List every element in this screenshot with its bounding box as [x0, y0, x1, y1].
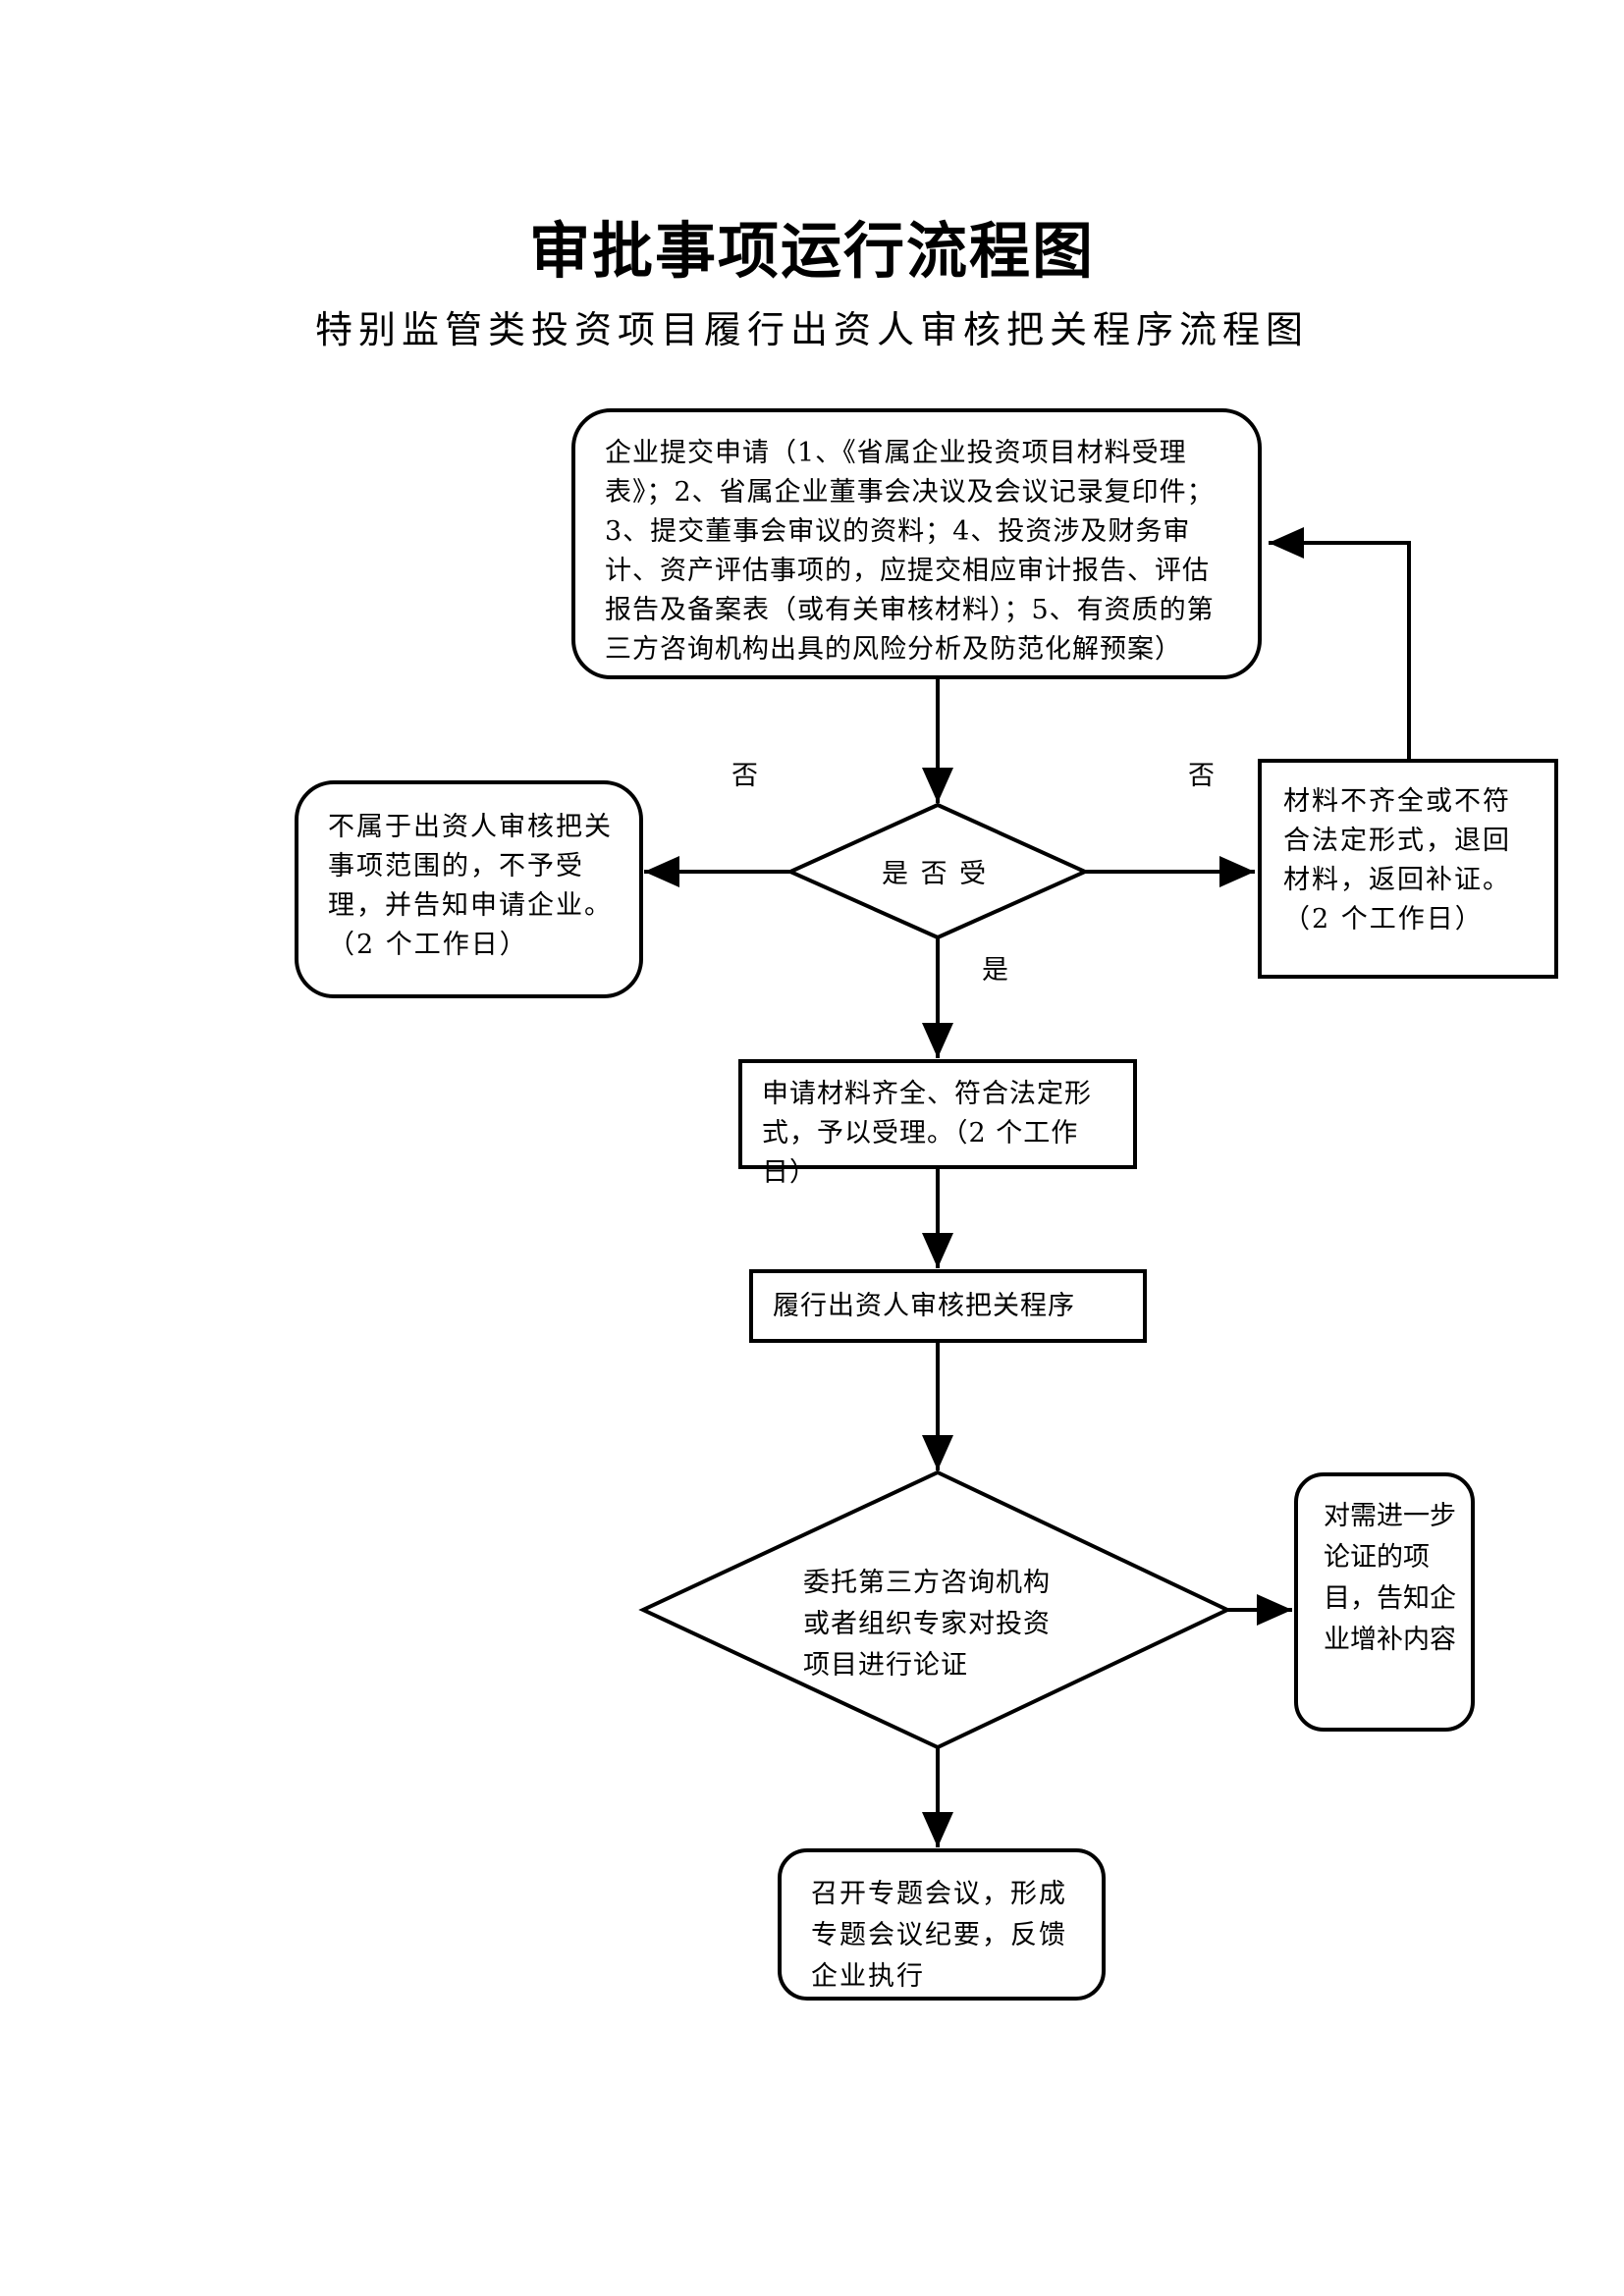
node-accepted: 申请材料齐全、符合法定形式，予以受理。（2 个工作日）: [738, 1059, 1137, 1188]
node-reject-out-of-scope: 不属于出资人审核把关事项范围的，不予受理，并告知申请企业。（2 个工作日）: [295, 780, 643, 998]
edge-label-yes: 是: [982, 955, 1008, 986]
page-subtitle: 特别监管类投资项目履行出资人审核把关程序流程图: [314, 308, 1309, 351]
node-supplement-text: 对需进一步论证的项目，告知企业增补内容: [1324, 1501, 1456, 1655]
edge-label-no-left: 否: [731, 761, 758, 791]
node-review-text: 履行出资人审核把关程序: [773, 1291, 1075, 1321]
node-submit-text: 企业提交申请（1、《省属企业投资项目材料受理表》；2、省属企业董事会决议及会议记…: [605, 438, 1215, 665]
node-meeting-text: 召开专题会议，形成专题会议纪要，反馈企业执行: [811, 1879, 1067, 1992]
node-return-materials: 材料不齐全或不符合法定形式，退回材料，返回补证。（2 个工作日）: [1258, 759, 1558, 979]
edge-label-no-right: 否: [1188, 761, 1215, 791]
page-title: 审批事项运行流程图: [528, 215, 1095, 287]
node-accepted-text: 申请材料齐全、符合法定形式，予以受理。（2 个工作日）: [762, 1079, 1092, 1188]
node-meeting: 召开专题会议，形成专题会议纪要，反馈企业执行: [778, 1848, 1106, 2001]
arrow-return-to-submit: [1269, 527, 1411, 759]
decision-accept-text: 是 否 受: [882, 859, 989, 889]
node-reject-text: 不属于出资人审核把关事项范围的，不予受理，并告知申请企业。（2 个工作日）: [328, 812, 613, 960]
node-supplement: 对需进一步论证的项目，告知企业增补内容: [1294, 1472, 1475, 1732]
node-review-procedure: 履行出资人审核把关程序: [749, 1269, 1147, 1343]
decision-consult-text: 委托第三方咨询机构或者组织专家对投资项目进行论证: [803, 1568, 1051, 1681]
node-return-text: 材料不齐全或不符合法定形式，退回材料，返回补证。（2 个工作日）: [1283, 786, 1511, 934]
node-submit-application: 企业提交申请（1、《省属企业投资项目材料受理表》；2、省属企业董事会决议及会议记…: [571, 408, 1262, 679]
